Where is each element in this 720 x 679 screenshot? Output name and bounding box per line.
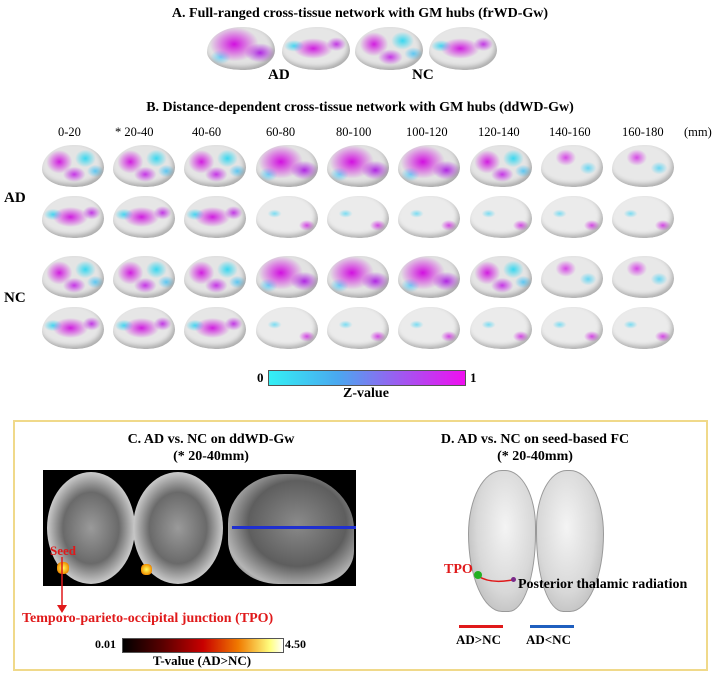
zbar-label: Z-value [343,386,389,401]
nc-medial-brain [398,307,460,349]
nc-lateral-brain [398,256,460,298]
tract-label: Posterior thalamic radiation [518,577,688,592]
seed-arrow [57,557,67,613]
unit-label: (mm) [684,125,712,139]
panel-a-ad-lateral-brain [207,27,275,70]
glass-brain-left-hemisphere [468,470,536,612]
nc-medial-brain [184,307,246,349]
ad-medial-brain [470,196,532,238]
ad-medial-brain [398,196,460,238]
ad-lateral-brain [541,145,603,187]
bin-label: 60-80 [266,125,296,139]
seed-label: Seed [50,543,76,558]
ad-lateral-brain [113,145,175,187]
panel-c-subtitle: (* 20-40mm) [173,449,249,464]
nc-lateral-brain [42,256,104,298]
nc-medial-brain [256,307,318,349]
panel-cd-frame [13,420,708,671]
bin-label: 40-60 [192,125,222,139]
nc-lateral-brain [470,256,532,298]
tpo-label: TPO [444,562,473,577]
slice-position-line [232,526,356,529]
nc-lateral-brain [113,256,175,298]
nc-medial-brain [42,307,104,349]
panel-a-title: A. Full-ranged cross-tissue network with… [171,6,549,21]
nc-medial-brain [113,307,175,349]
nc-lateral-brain [327,256,389,298]
row-label-ad: AD [4,190,26,206]
zbar-max: 1 [470,370,477,385]
nc-lateral-brain [184,256,246,298]
tpo-region-label: Temporo-parieto-occipital junction (TPO) [22,611,274,626]
ad-medial-brain [612,196,674,238]
tpo-seed-marker [474,571,482,579]
legend-label-ad-lt-nc: AD<NC [526,632,571,647]
ad-lateral-brain [398,145,460,187]
ad-medial-brain [327,196,389,238]
tbar-label: T-value (AD>NC) [152,653,252,668]
panel-b-title: B. Distance-dependent cross-tissue netwo… [146,100,574,115]
bin-label: 120-140 [478,125,520,139]
ad-medial-brain [541,196,603,238]
thalamic-marker [511,577,516,582]
seed-cluster [57,562,69,574]
legend-swatch-ad-gt-nc [459,625,503,628]
ad-medial-brain [42,196,104,238]
panel-a-ad-medial-brain [282,27,350,70]
ad-lateral-brain [42,145,104,187]
panel-d-subtitle: (* 20-40mm) [497,449,573,464]
legend-label-ad-gt-nc: AD>NC [456,632,501,647]
ad-medial-brain [256,196,318,238]
tbar-min: 0.01 [95,637,116,651]
panel-a-group-nc: NC [412,67,434,83]
bin-label: 0-20 [58,125,81,139]
ad-lateral-brain [184,145,246,187]
row-label-nc: NC [4,290,26,306]
nc-medial-brain [327,307,389,349]
ad-lateral-brain [470,145,532,187]
panel-a-nc-lateral-brain [355,27,423,70]
seed-cluster [141,564,152,575]
bin-label: 140-160 [549,125,591,139]
bin-label: 100-120 [406,125,448,139]
nc-medial-brain [470,307,532,349]
panel-c-title: C. AD vs. NC on ddWD-Gw [127,432,295,447]
nc-lateral-brain [612,256,674,298]
z-value-colorbar [268,370,466,386]
bin-label: 80-100 [336,125,372,139]
ad-medial-brain [184,196,246,238]
legend-swatch-ad-lt-nc [530,625,574,628]
nc-lateral-brain [541,256,603,298]
zbar-min: 0 [257,370,264,385]
panel-a-group-ad: AD [268,67,290,83]
ad-lateral-brain [256,145,318,187]
nc-medial-brain [541,307,603,349]
nc-medial-brain [612,307,674,349]
t-value-colorbar [122,638,284,653]
glass-brain-right-hemisphere [536,470,604,612]
ad-lateral-brain [612,145,674,187]
sagittal-mri-slice [228,474,354,584]
tbar-max: 4.50 [285,637,306,651]
bin-label: 160-180 [622,125,664,139]
panel-a-nc-medial-brain [429,27,497,70]
ad-medial-brain [113,196,175,238]
ad-lateral-brain [327,145,389,187]
bin-label: * 20-40 [115,125,154,139]
nc-lateral-brain [256,256,318,298]
panel-d-title: D. AD vs. NC on seed-based FC [440,432,630,447]
